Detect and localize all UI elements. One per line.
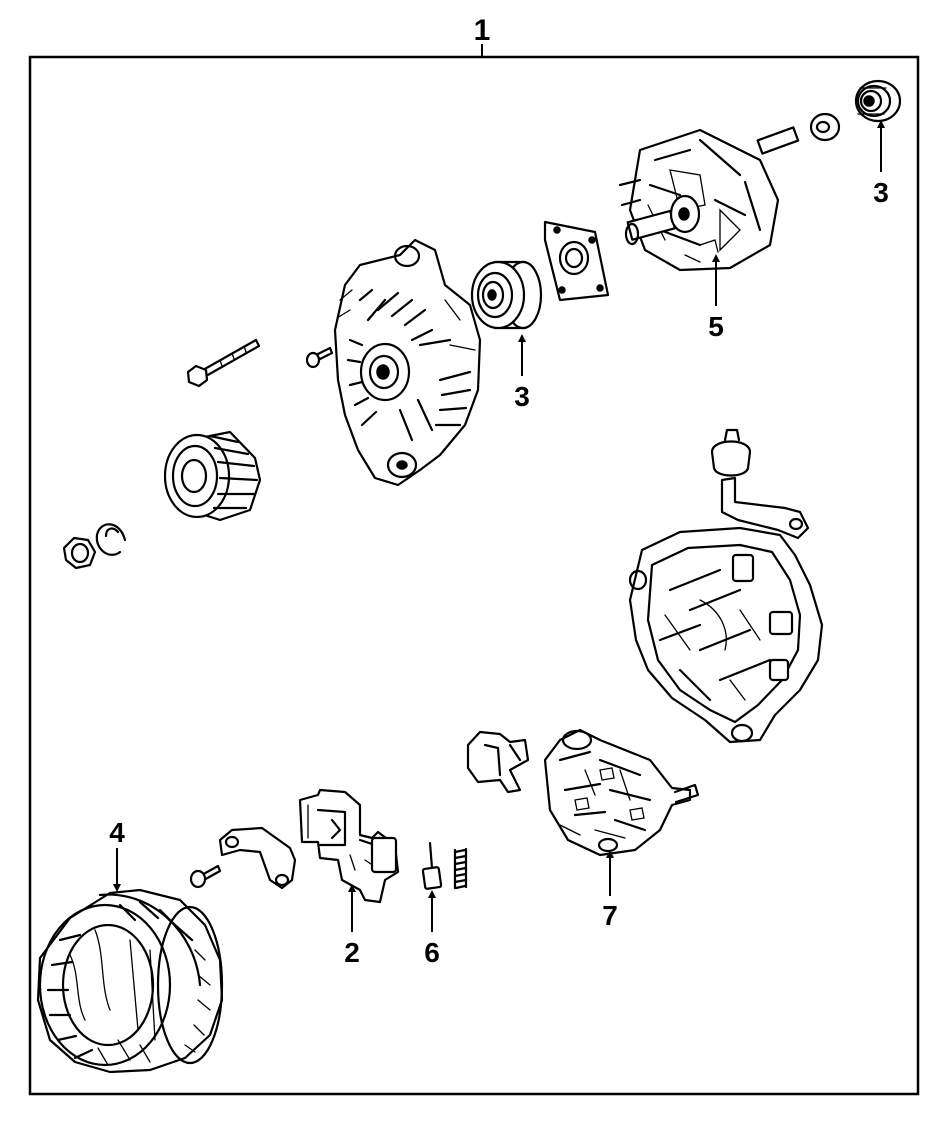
assembly-frame [28,55,920,1096]
washer-icon [809,112,841,142]
rear-bearing-icon [854,79,902,123]
stator-icon [36,888,224,1074]
rectifier-icon [543,728,700,857]
brush-holder-icon [466,730,530,794]
terminal-icon [710,428,810,540]
small-screw-icon [189,864,222,889]
rotor-icon [618,126,800,272]
nut-icon [62,536,97,570]
pulley-icon [163,430,262,522]
callout-5: 5 [708,311,724,342]
housing-icon [333,238,482,487]
callout-4: 4 [109,817,125,848]
brush-icon [421,841,443,890]
callout-2: 2 [344,937,360,968]
regulator-bracket-icon [218,826,297,890]
lock-washer-icon [95,523,127,556]
retainer-plate-icon [543,220,610,302]
callout-6: 6 [424,937,440,968]
callout-3-top: 3 [873,177,889,208]
callout-1: 1 [474,14,491,47]
regulator-icon [298,788,400,904]
screw-icon [305,346,334,369]
bearing-icon [470,260,543,330]
spring-icon [453,847,468,890]
rear-housing-icon [628,526,824,744]
callout-3-mid: 3 [514,381,530,412]
through-bolt-icon [186,338,261,388]
callout-7: 7 [602,900,618,931]
